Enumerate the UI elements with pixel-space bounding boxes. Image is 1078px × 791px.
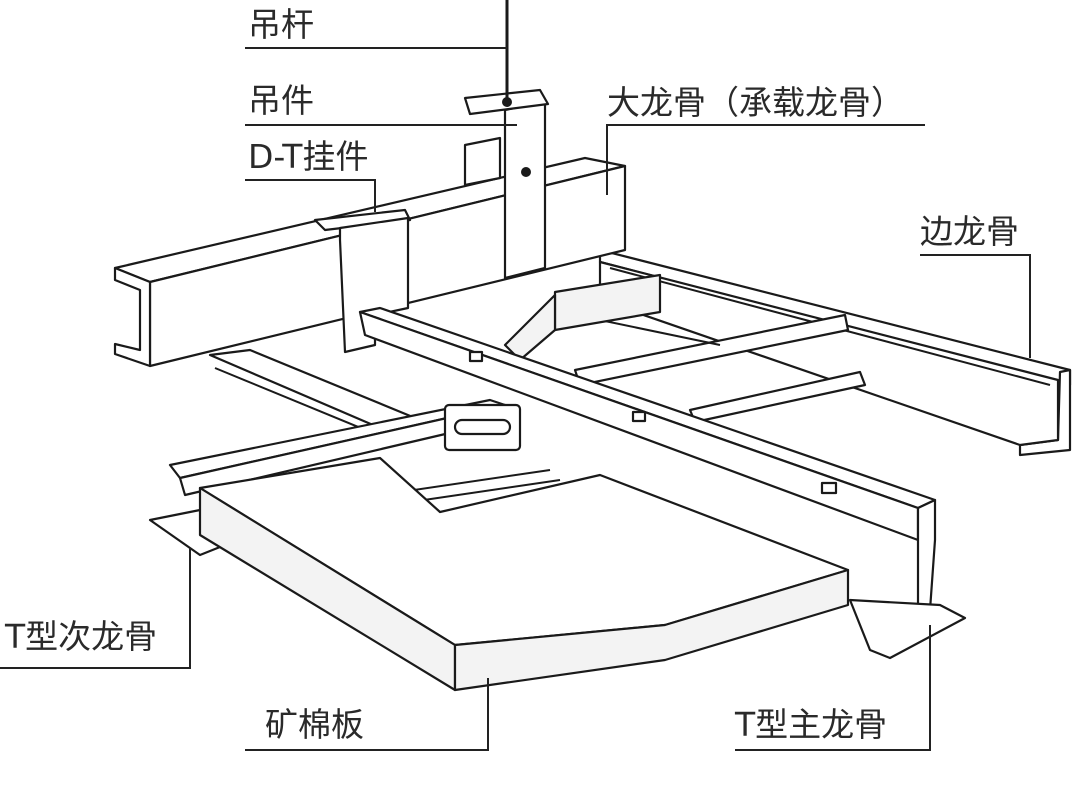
label-main-channel: 大龙骨（承载龙骨） [607, 83, 904, 122]
label-t-main: T型主龙骨 [735, 705, 888, 744]
label-edge-angle: 边龙骨 [920, 212, 1019, 251]
label-dt-clip: D-T挂件 [248, 137, 369, 176]
label-rod: 吊杆 [248, 5, 314, 44]
hanger [463, 88, 550, 280]
t-main-runner [358, 306, 967, 660]
label-board: 矿棉板 [265, 705, 364, 744]
label-hanger: 吊件 [248, 81, 314, 120]
mineral-board [198, 456, 850, 692]
back-board [503, 273, 662, 362]
label-t-cross: T型次龙骨 [5, 617, 158, 656]
leader-lines [0, 47, 1031, 751]
t-cross-runner [148, 398, 522, 557]
